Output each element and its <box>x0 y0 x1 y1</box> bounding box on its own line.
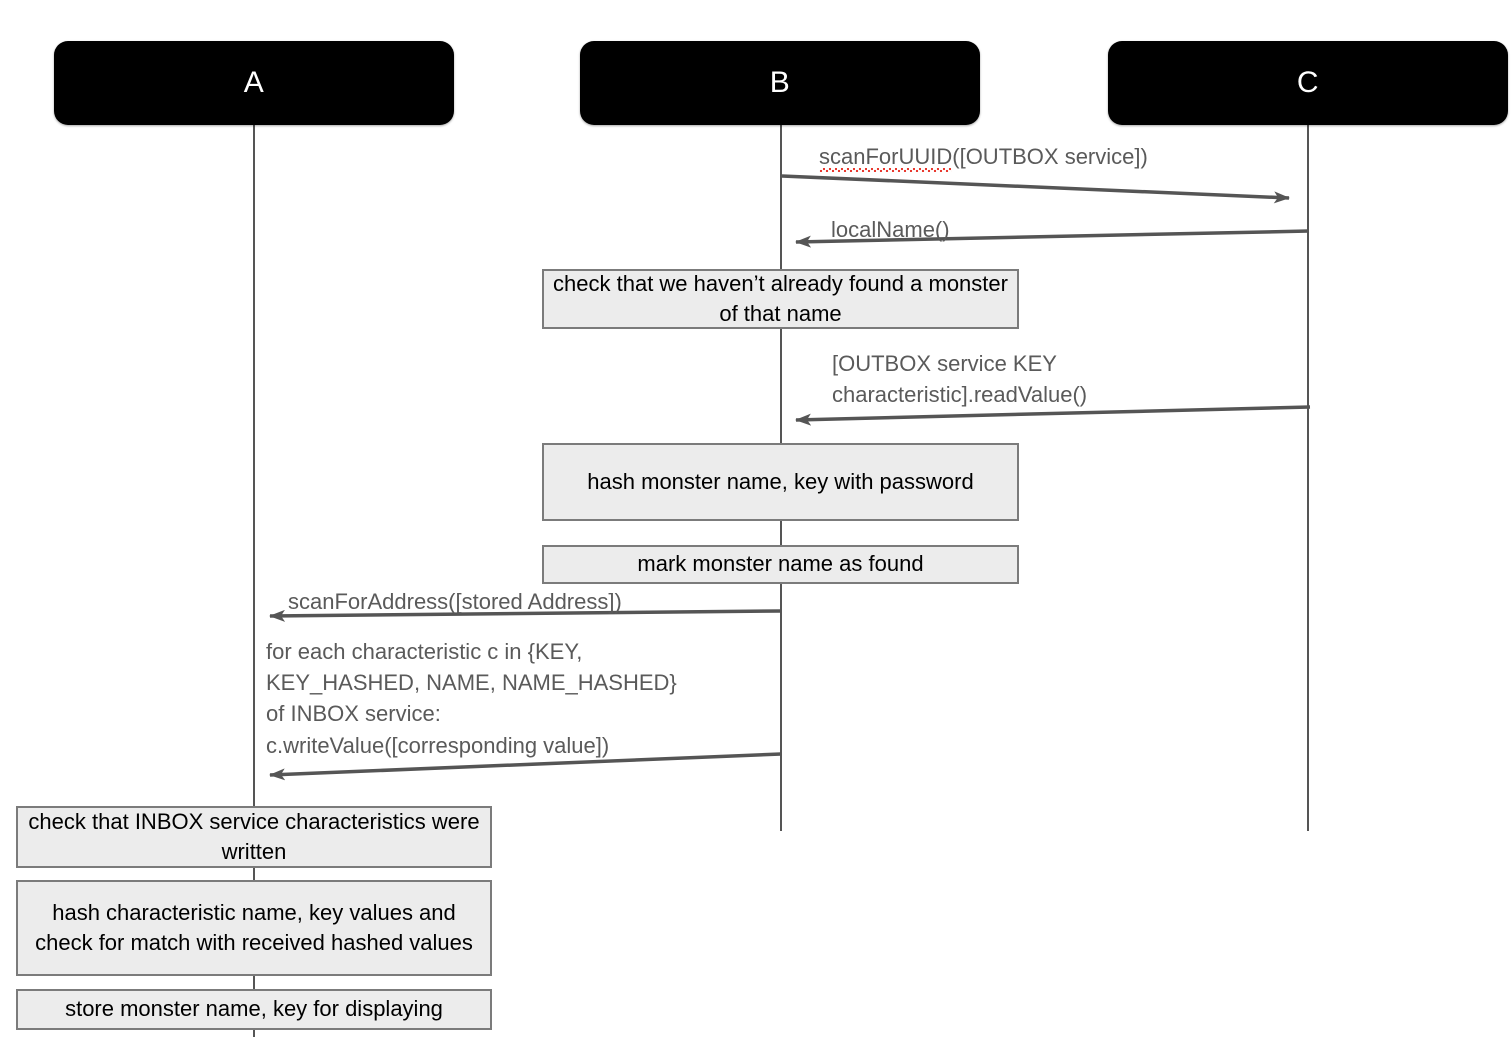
actor-label-a: A <box>243 66 265 99</box>
actor-box-c[interactable]: C <box>1108 41 1508 125</box>
lifeline-a <box>253 125 255 1037</box>
note-check-inbox-written: check that INBOX service characteristics… <box>16 806 492 868</box>
lifeline-c <box>1307 125 1309 831</box>
actor-label-c: C <box>1296 66 1320 99</box>
note-hash-monster-name-key: hash monster name, key with password <box>542 443 1019 521</box>
note-check-not-already-found: check that we haven’t already found a mo… <box>542 269 1019 329</box>
message-label-scanforuuid-rest: ([OUTBOX service]) <box>952 144 1148 169</box>
actor-box-a[interactable]: A <box>54 41 454 125</box>
message-label-localname: localName() <box>831 217 950 242</box>
actor-box-b[interactable]: B <box>580 41 980 125</box>
spellcheck-word: scanForUUID <box>819 144 953 172</box>
note-mark-monster-found: mark monster name as found <box>542 545 1019 584</box>
note-hash-and-check-match: hash characteristic name, key values and… <box>16 880 492 976</box>
message-label-scanforaddress: scanForAddress([stored Address]) <box>288 589 622 614</box>
note-store-monster-name: store monster name, key for displaying <box>16 989 492 1030</box>
message-label-scanforuuid: scanForUUID([OUTBOX service]) <box>819 141 1148 172</box>
actor-label-b: B <box>769 66 791 99</box>
message-label-writevalue-loop: for each characteristic c in {KEY, KEY_H… <box>266 639 677 758</box>
message-arrow-scanforuuid <box>781 174 1290 204</box>
message-label-readvalue: [OUTBOX service KEY characteristic].read… <box>832 351 1088 408</box>
